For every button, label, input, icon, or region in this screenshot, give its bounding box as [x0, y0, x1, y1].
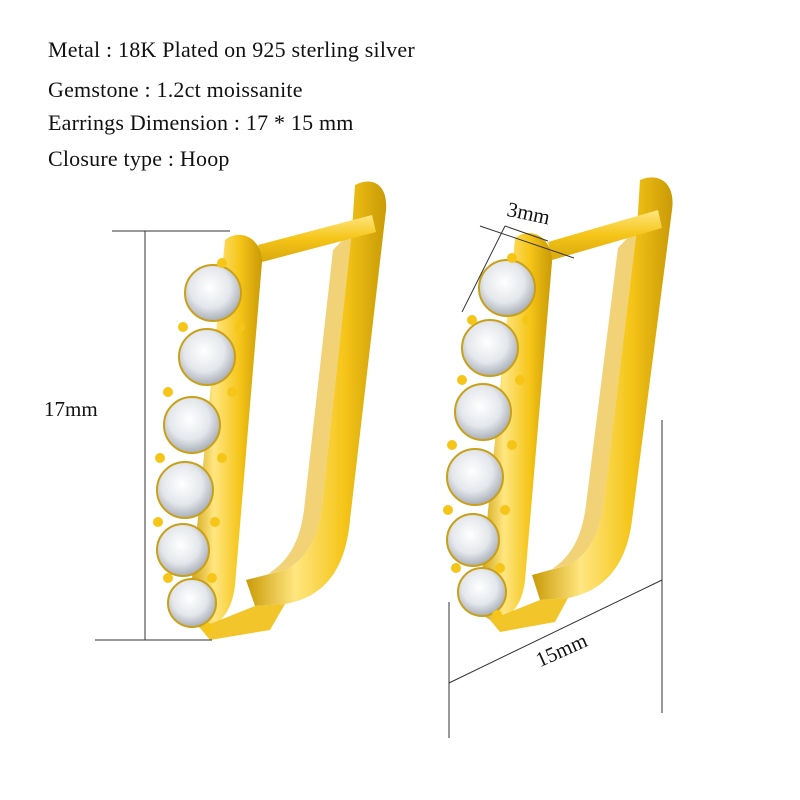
stone-rail [188, 234, 262, 629]
right-earring [443, 177, 673, 632]
hoop-pin [258, 215, 376, 262]
stone-width-tick-top [479, 225, 575, 259]
width-line [448, 579, 663, 684]
stones [156, 264, 242, 628]
stone-width-tick-left [461, 225, 506, 313]
spec-metal: Metal : 18K Plated on 925 sterling silve… [48, 37, 415, 62]
height-label: 17mm [44, 397, 98, 421]
spec-closure: Closure type : Hoop [48, 146, 230, 171]
hoop-band [532, 177, 673, 601]
stone-width-line [504, 225, 549, 242]
left-earring [153, 181, 387, 640]
spec-dimension: Earrings Dimension : 17 * 15 mm [48, 110, 354, 135]
dimension-lines [95, 225, 663, 738]
hoop-band [246, 181, 387, 606]
stone-rail [478, 232, 552, 621]
stones [446, 259, 536, 617]
hoop-pin [548, 210, 662, 260]
spec-gemstone: Gemstone : 1.2ct moissanite [48, 77, 303, 102]
